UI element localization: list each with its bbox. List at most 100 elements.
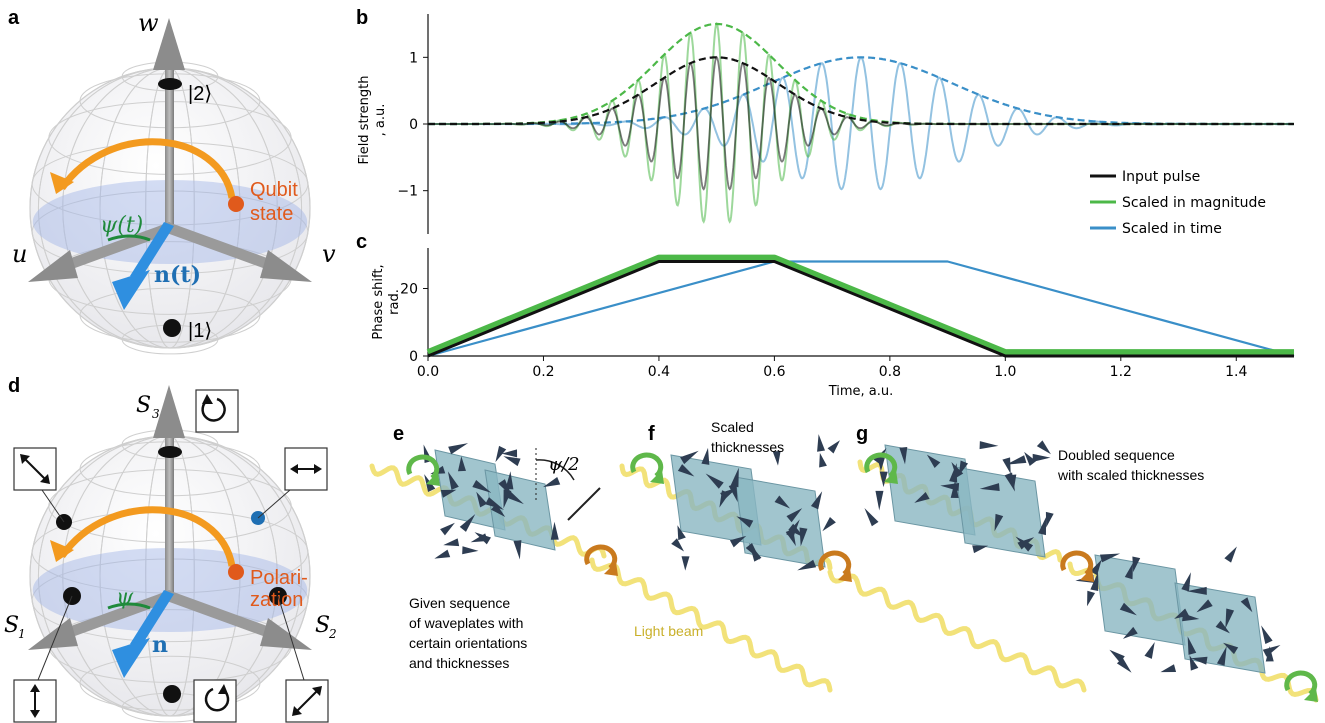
axis-s2-subscript: 2	[328, 627, 337, 641]
optic-axis-arrow-g1	[1008, 474, 1017, 491]
polarization-in-arrow-g	[864, 452, 898, 478]
polarization-out-arrow-e-head	[604, 562, 618, 576]
optic-axis-arrow-g2	[1160, 664, 1177, 673]
optic-axis-arrow-g2	[1216, 646, 1227, 666]
plot-c-xtick-label: 1.0	[994, 364, 1016, 380]
vertical-box	[13, 679, 57, 723]
optic-axis-arrow-e	[504, 490, 524, 505]
panel-label-a: a	[8, 7, 20, 29]
optic-axis-arrow-g2	[1190, 656, 1208, 665]
legend-magnitude: Scaled in magnitude	[1122, 195, 1266, 211]
optic-axis-arrow-f	[797, 559, 817, 571]
optic-axis-arrow-g1	[879, 471, 888, 488]
optic-axis-arrow-g2	[1181, 572, 1191, 592]
optic-axis-arrow-f	[786, 519, 800, 539]
optic-axis-arrow-g1	[979, 483, 1000, 492]
axis-v-label: v	[322, 240, 336, 268]
optic-axis-arrow-f	[677, 525, 686, 541]
optic-axis-arrow-e	[457, 456, 466, 472]
optic-axis-arrow-g2	[1109, 649, 1125, 663]
panel-label-e: e	[393, 423, 404, 445]
ket1-marker	[163, 319, 181, 337]
optic-axis-arrow-f	[701, 447, 710, 465]
crystal-g-3	[1094, 554, 1186, 646]
plot-c-xlabel: Time, a.u.	[828, 384, 894, 399]
ket2-marker	[158, 78, 182, 90]
optic-axis-arrow-g1	[1002, 457, 1011, 474]
psi-arc	[107, 234, 151, 242]
optic-axis-arrow-f	[719, 490, 730, 508]
axis-w-label: w	[138, 9, 159, 37]
optic-axis-arrow-e	[472, 479, 492, 493]
optic-axis-arrow-e	[495, 445, 507, 463]
qubit-state-point	[228, 196, 244, 212]
angle-arc	[535, 459, 575, 481]
optic-axis-arrow-g2	[1087, 590, 1096, 607]
optic-axis-arrow-g1	[914, 491, 930, 503]
optic-axis-arrow-g1	[875, 490, 884, 511]
circular-cw-box	[195, 389, 239, 433]
polarization-point	[228, 564, 244, 580]
optic-axis-arrow-e	[543, 477, 561, 488]
optic-axis-arrow-f	[671, 538, 685, 552]
optic-axis-arrow-f	[827, 440, 840, 454]
polarization-label-2: zation	[250, 589, 303, 611]
qubit-state-label-1: Qubit	[250, 179, 298, 201]
optic-axis-arrow-e	[459, 513, 476, 532]
optic-axis-arrow-e	[501, 449, 518, 458]
optic-axis-arrow-g2	[1132, 556, 1141, 573]
optic-axis-arrow-g2	[1196, 599, 1213, 613]
plot-b-ytick-label: 0	[409, 117, 418, 133]
phase-series-2	[427, 260, 1295, 358]
series-0-envelope	[428, 56, 1294, 126]
poincare-axis-s1	[28, 590, 174, 650]
optic-axis-arrow-g2	[1225, 608, 1235, 629]
optic-axis-arrow-e	[476, 491, 488, 508]
polarization-label-1: Polari-	[250, 567, 308, 589]
bottom-pole-marker	[163, 685, 181, 703]
optic-axis-arrow-g2	[1224, 546, 1237, 563]
panel-f-caption-1: Scaled	[711, 419, 754, 435]
bloch-axis-u	[28, 222, 174, 282]
optic-axis-arrow-f	[730, 467, 739, 488]
series-1-oscillation	[428, 21, 1294, 224]
plot-c-xtick-label: 1.2	[1110, 364, 1132, 380]
optic-axis-arrow-g2	[1261, 625, 1273, 644]
psi-t-label: ψ(t)	[100, 213, 143, 238]
crystal-g-2	[954, 466, 1046, 558]
optic-axis-arrow-e	[505, 471, 514, 490]
optic-axis-arrow-g1	[1038, 516, 1047, 536]
optic-axis-arrow-g2	[1119, 602, 1137, 616]
polarization-out-arrow-f-head	[838, 568, 852, 582]
optic-axis-arrow-g1	[951, 462, 964, 478]
optic-axis-arrow-g2	[1124, 562, 1133, 580]
psi-arc-d	[107, 602, 151, 610]
polarization-in-arrow-g-head	[884, 470, 898, 484]
optic-axis-arrow-f	[772, 450, 781, 466]
phase-series-0	[427, 260, 1294, 358]
optic-axis-arrow-f	[822, 516, 836, 532]
optic-axis-arrow-g2	[1122, 626, 1138, 639]
angle-plate-line	[567, 487, 601, 521]
trajectory-arrowhead	[50, 172, 74, 194]
axis-s2-label: S	[315, 613, 330, 638]
optic-axis-arrow-g1	[1036, 440, 1051, 455]
optic-axis-arrow-g1	[994, 513, 1004, 532]
plot-b-ylabel-2: , a.u.	[373, 104, 388, 137]
optic-axis-arrow-g2	[1262, 644, 1281, 657]
optic-axis-arrow-g2	[1186, 586, 1207, 595]
optic-axis-arrow-g1	[950, 480, 959, 499]
field-strength-plot: −101	[397, 14, 1294, 234]
polarization-trajectory	[59, 506, 236, 567]
crystal-e-2	[484, 469, 556, 551]
optic-axis-arrow-g1	[899, 446, 908, 465]
optic-axis-arrow-e	[503, 456, 521, 467]
optic-axis-arrow-f	[817, 434, 826, 452]
optic-axis-arrow-g1	[979, 441, 999, 450]
diagonal-minus-box	[13, 447, 57, 491]
beam-e-out	[589, 557, 833, 693]
optic-axis-arrow-e	[513, 540, 522, 560]
polarization-out-arrow-e	[584, 544, 618, 570]
